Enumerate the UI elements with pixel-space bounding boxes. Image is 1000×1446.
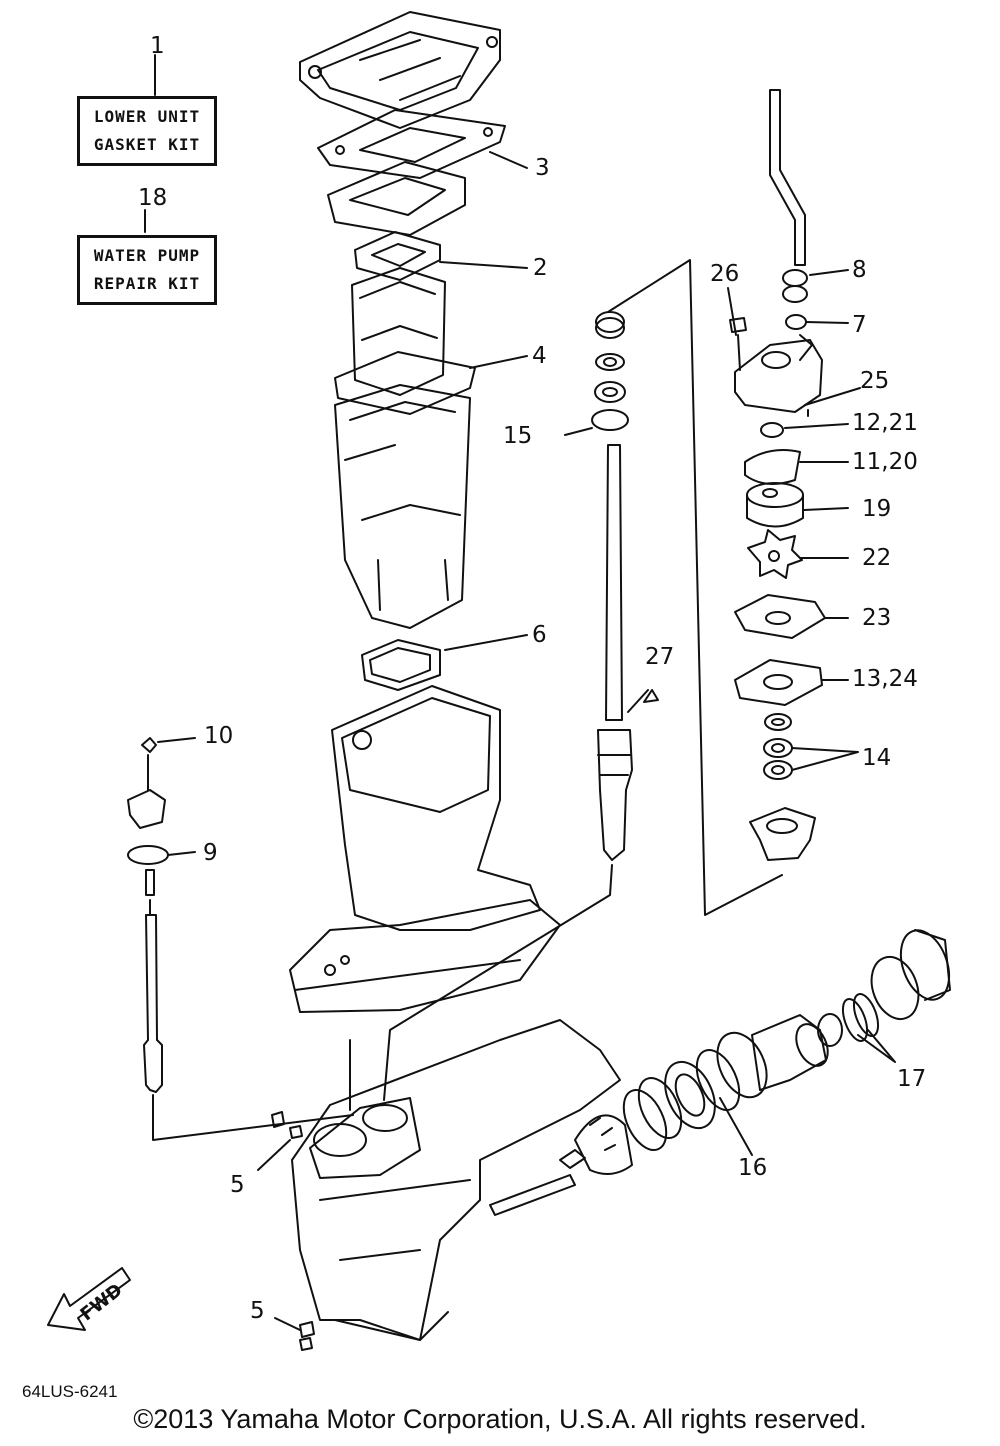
bearings-17-part: [817, 993, 896, 1063]
water-tube-part: [769, 89, 806, 266]
diagram-code: 64LUS-6241: [22, 1382, 118, 1401]
callout-11-20: 11,20: [852, 449, 918, 475]
callout-7: 7: [852, 312, 867, 338]
thrust-washer-part: [870, 956, 920, 1020]
oil-seal-housing-part: [749, 807, 816, 861]
shims-16-part: [622, 1049, 753, 1156]
insert-cartridge-19-part: [746, 482, 849, 528]
kit-label-line1: WATER PUMP: [93, 246, 201, 265]
kit-label-line2: GASKET KIT: [93, 135, 201, 154]
callout-5-lower: 5: [250, 1298, 265, 1324]
kit-label-line2: REPAIR KIT: [93, 274, 201, 293]
callout-2: 2: [533, 255, 548, 281]
callout-9: 9: [203, 840, 218, 866]
leader-3: [489, 151, 528, 169]
gasket-3-part: [317, 109, 506, 179]
callout-8: 8: [852, 257, 867, 283]
propeller-shaft-part: [489, 1149, 586, 1216]
kit-number-18: 18: [138, 185, 168, 211]
forward-gear-part: [574, 1114, 633, 1175]
kit-label-water-pump: WATER PUMP REPAIR KIT: [77, 235, 217, 305]
woodruff-key-part: [643, 689, 659, 703]
gasket-11-part: [744, 449, 801, 485]
impeller-22-part: [747, 529, 849, 579]
callout-5-upper: 5: [230, 1172, 245, 1198]
kit-number-1: 1: [150, 33, 165, 59]
drive-shaft-housing-part: [289, 685, 561, 1013]
callout-17: 17: [897, 1066, 927, 1092]
pump-connector-line: [607, 259, 783, 916]
callout-10: 10: [204, 723, 234, 749]
callout-6: 6: [532, 622, 547, 648]
callout-23: 23: [862, 605, 892, 631]
oring-12-part: [760, 422, 784, 438]
callout-22: 22: [862, 545, 892, 571]
lower-case-part: [291, 1019, 621, 1341]
callout-19: 19: [862, 496, 892, 522]
kit-label-line1: LOWER UNIT: [93, 107, 201, 126]
exhaust-plate-part: [327, 161, 466, 236]
upper-casing-part: [299, 11, 501, 129]
leader-15: [564, 427, 593, 436]
leader-6: [444, 634, 528, 651]
oil-seals-14-part: [763, 713, 859, 780]
plugs-5-part: [257, 1111, 315, 1351]
callout-12-21: 12,21: [852, 410, 918, 436]
gasket-2-part: [354, 231, 441, 281]
callout-16: 16: [738, 1155, 768, 1181]
leader-25: [804, 387, 861, 406]
callout-3: 3: [535, 155, 550, 181]
callout-26: 26: [710, 261, 740, 287]
callout-13-24: 13,24: [852, 666, 918, 692]
shaft-connector-line: [383, 864, 613, 1101]
lower-connector-line: [334, 1311, 449, 1341]
leader-12-21: [784, 423, 849, 429]
muffler-part: [351, 267, 446, 396]
leader-2: [439, 261, 528, 269]
propeller-adapter-part: [899, 929, 951, 1001]
shift-rod-part: [127, 737, 354, 1141]
seal-6-part: [361, 639, 441, 691]
pump-housing-part: [734, 334, 823, 413]
bearing-housing-part: [716, 1014, 829, 1099]
grommet-8-part: [782, 269, 849, 303]
leader-4: [469, 355, 528, 369]
callout-15: 15: [503, 423, 533, 449]
callout-25: 25: [860, 368, 890, 394]
gasket-4-part: [334, 351, 476, 415]
copyright-notice: ©2013 Yamaha Motor Corporation, U.S.A. A…: [133, 1404, 867, 1434]
seal-7-part: [785, 314, 849, 330]
gasket-13-part: [734, 659, 849, 706]
plate-23-part: [734, 594, 849, 639]
fwd-arrow-icon: [47, 1267, 131, 1331]
kit-label-gasket: LOWER UNIT GASKET KIT: [77, 96, 217, 166]
bolt-26-part: [727, 287, 747, 371]
callout-27: 27: [645, 644, 675, 670]
drive-shaft-part: [597, 444, 633, 861]
shaft-bushings: [591, 311, 629, 431]
leader-27: [627, 689, 649, 713]
callout-14: 14: [862, 745, 892, 771]
callout-4: 4: [532, 343, 547, 369]
exhaust-guide-part: [334, 384, 471, 629]
